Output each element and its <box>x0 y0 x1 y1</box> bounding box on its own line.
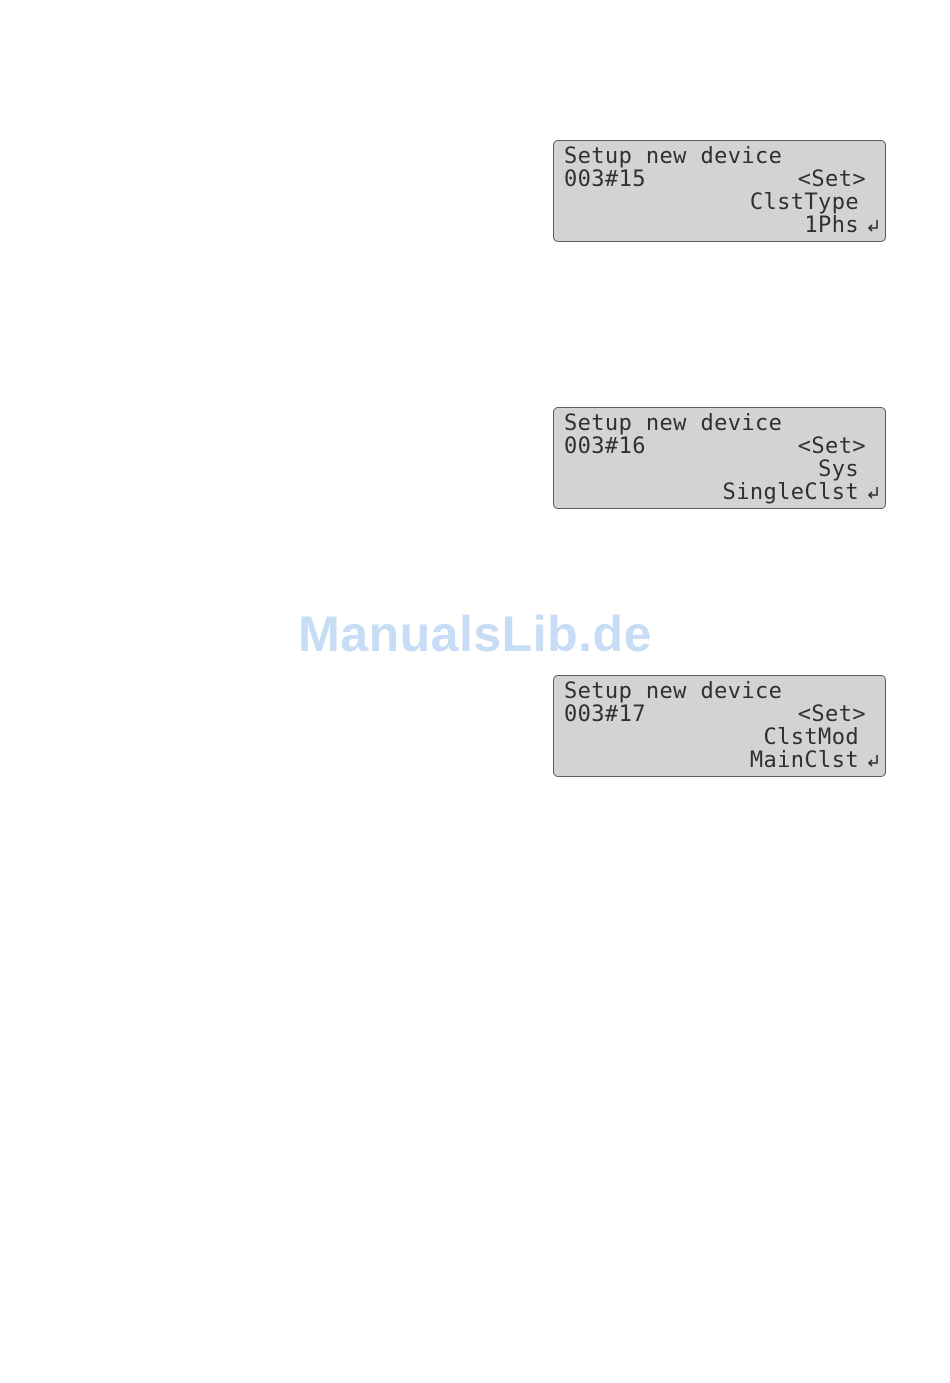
lcd-row-value: MainClst <box>564 749 873 772</box>
lcd-set-label: <Set> <box>798 168 866 191</box>
lcd-row-parameter: ClstMod <box>564 726 873 749</box>
lcd-row-parameter: ClstType <box>564 191 873 214</box>
lcd-row-value: SingleClst <box>564 481 873 504</box>
lcd-row-title: Setup new device <box>564 412 873 435</box>
lcd-row-value: 1Phs <box>564 214 873 237</box>
lcd-parameter: ClstType <box>750 191 859 214</box>
enter-icon <box>867 708 879 722</box>
lcd-row-step: 003#17 <Set> <box>564 703 873 726</box>
lcd-value: 1Phs <box>804 214 859 237</box>
lcd-title: Setup new device <box>564 680 782 703</box>
lcd-row-title: Setup new device <box>564 145 873 168</box>
lcd-set-action: <Set> <box>798 435 879 458</box>
lcd-parameter: ClstMod <box>763 726 859 749</box>
lcd-display-step-17: Setup new device 003#17 <Set> ClstMod Ma… <box>553 675 886 777</box>
lcd-set-label: <Set> <box>798 435 866 458</box>
watermark: ManualsLib.de <box>0 605 950 663</box>
enter-icon <box>867 440 879 454</box>
lcd-title: Setup new device <box>564 412 782 435</box>
lcd-step-number: 003#16 <box>564 435 646 458</box>
enter-icon <box>867 173 879 187</box>
lcd-value: MainClst <box>750 749 859 772</box>
lcd-display-step-16: Setup new device 003#16 <Set> Sys Single… <box>553 407 886 509</box>
lcd-row-title: Setup new device <box>564 680 873 703</box>
lcd-value: SingleClst <box>723 481 859 504</box>
lcd-step-number: 003#15 <box>564 168 646 191</box>
lcd-row-parameter: Sys <box>564 458 873 481</box>
lcd-row-step: 003#15 <Set> <box>564 168 873 191</box>
lcd-row-step: 003#16 <Set> <box>564 435 873 458</box>
lcd-set-action: <Set> <box>798 168 879 191</box>
lcd-parameter: Sys <box>818 458 859 481</box>
lcd-set-action: <Set> <box>798 703 879 726</box>
lcd-step-number: 003#17 <box>564 703 646 726</box>
lcd-display-step-15: Setup new device 003#15 <Set> ClstType 1… <box>553 140 886 242</box>
lcd-set-label: <Set> <box>798 703 866 726</box>
lcd-title: Setup new device <box>564 145 782 168</box>
